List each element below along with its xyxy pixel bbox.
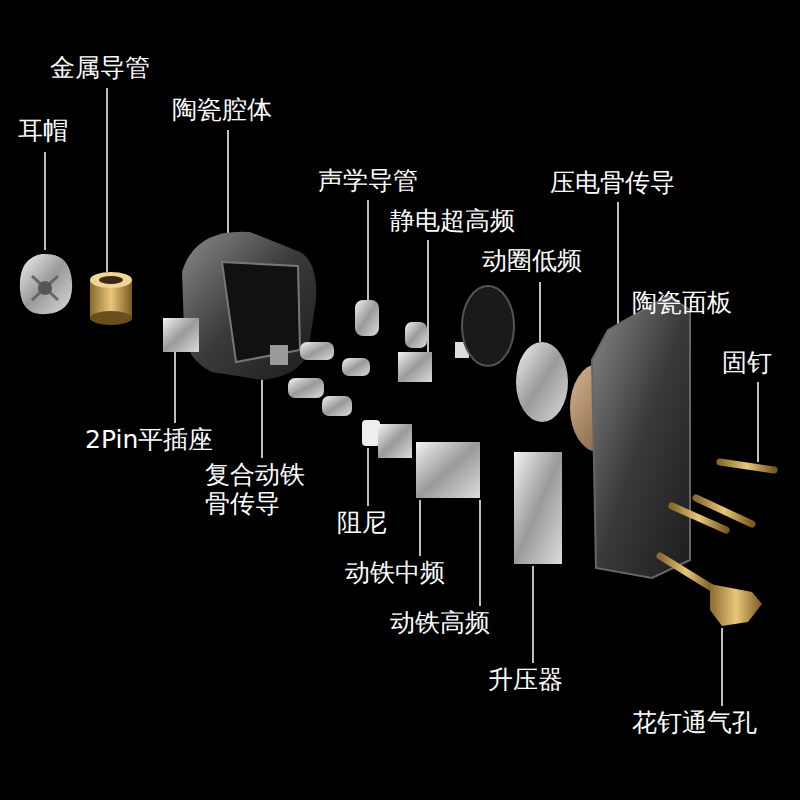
screws: [660, 462, 774, 588]
leader-lines: [45, 88, 758, 706]
metal-nozzle: [90, 272, 132, 325]
part-label: 动圈低频: [482, 247, 582, 276]
part-label: 陶瓷面板: [632, 289, 732, 318]
ba-bone: [378, 424, 412, 458]
part-label: 动铁高频: [390, 609, 490, 638]
part-label: 升压器: [488, 666, 563, 695]
part-label: 声学导管: [318, 167, 418, 196]
part-label: 陶瓷腔体: [172, 96, 272, 125]
pin-socket: [163, 318, 199, 352]
dynamic-driver: [462, 286, 514, 366]
part-label: 压电骨传导: [550, 169, 675, 198]
part-label: 花钉通气孔: [632, 709, 757, 738]
vent-screw: [710, 584, 762, 626]
part-label: 耳帽: [18, 117, 68, 146]
part-label: 静电超高频: [390, 207, 515, 236]
damper: [362, 420, 380, 446]
part-label: 阻尼: [337, 509, 387, 538]
dynamic-driver-back: [516, 342, 568, 422]
ba-mid: [416, 442, 480, 498]
part-label: 金属导管: [50, 54, 150, 83]
part-label: 复合动铁 骨传导: [205, 461, 313, 519]
ceramic-faceplate: [592, 296, 690, 578]
part-label: 2Pin平插座: [85, 426, 213, 455]
part-label: 固钉: [722, 349, 772, 378]
booster: [514, 452, 562, 564]
ceramic-cavity: [182, 232, 316, 380]
part-label: 动铁中频: [345, 559, 445, 588]
ear-cap: [20, 254, 72, 314]
electrostatic-tweeter: [398, 342, 469, 382]
